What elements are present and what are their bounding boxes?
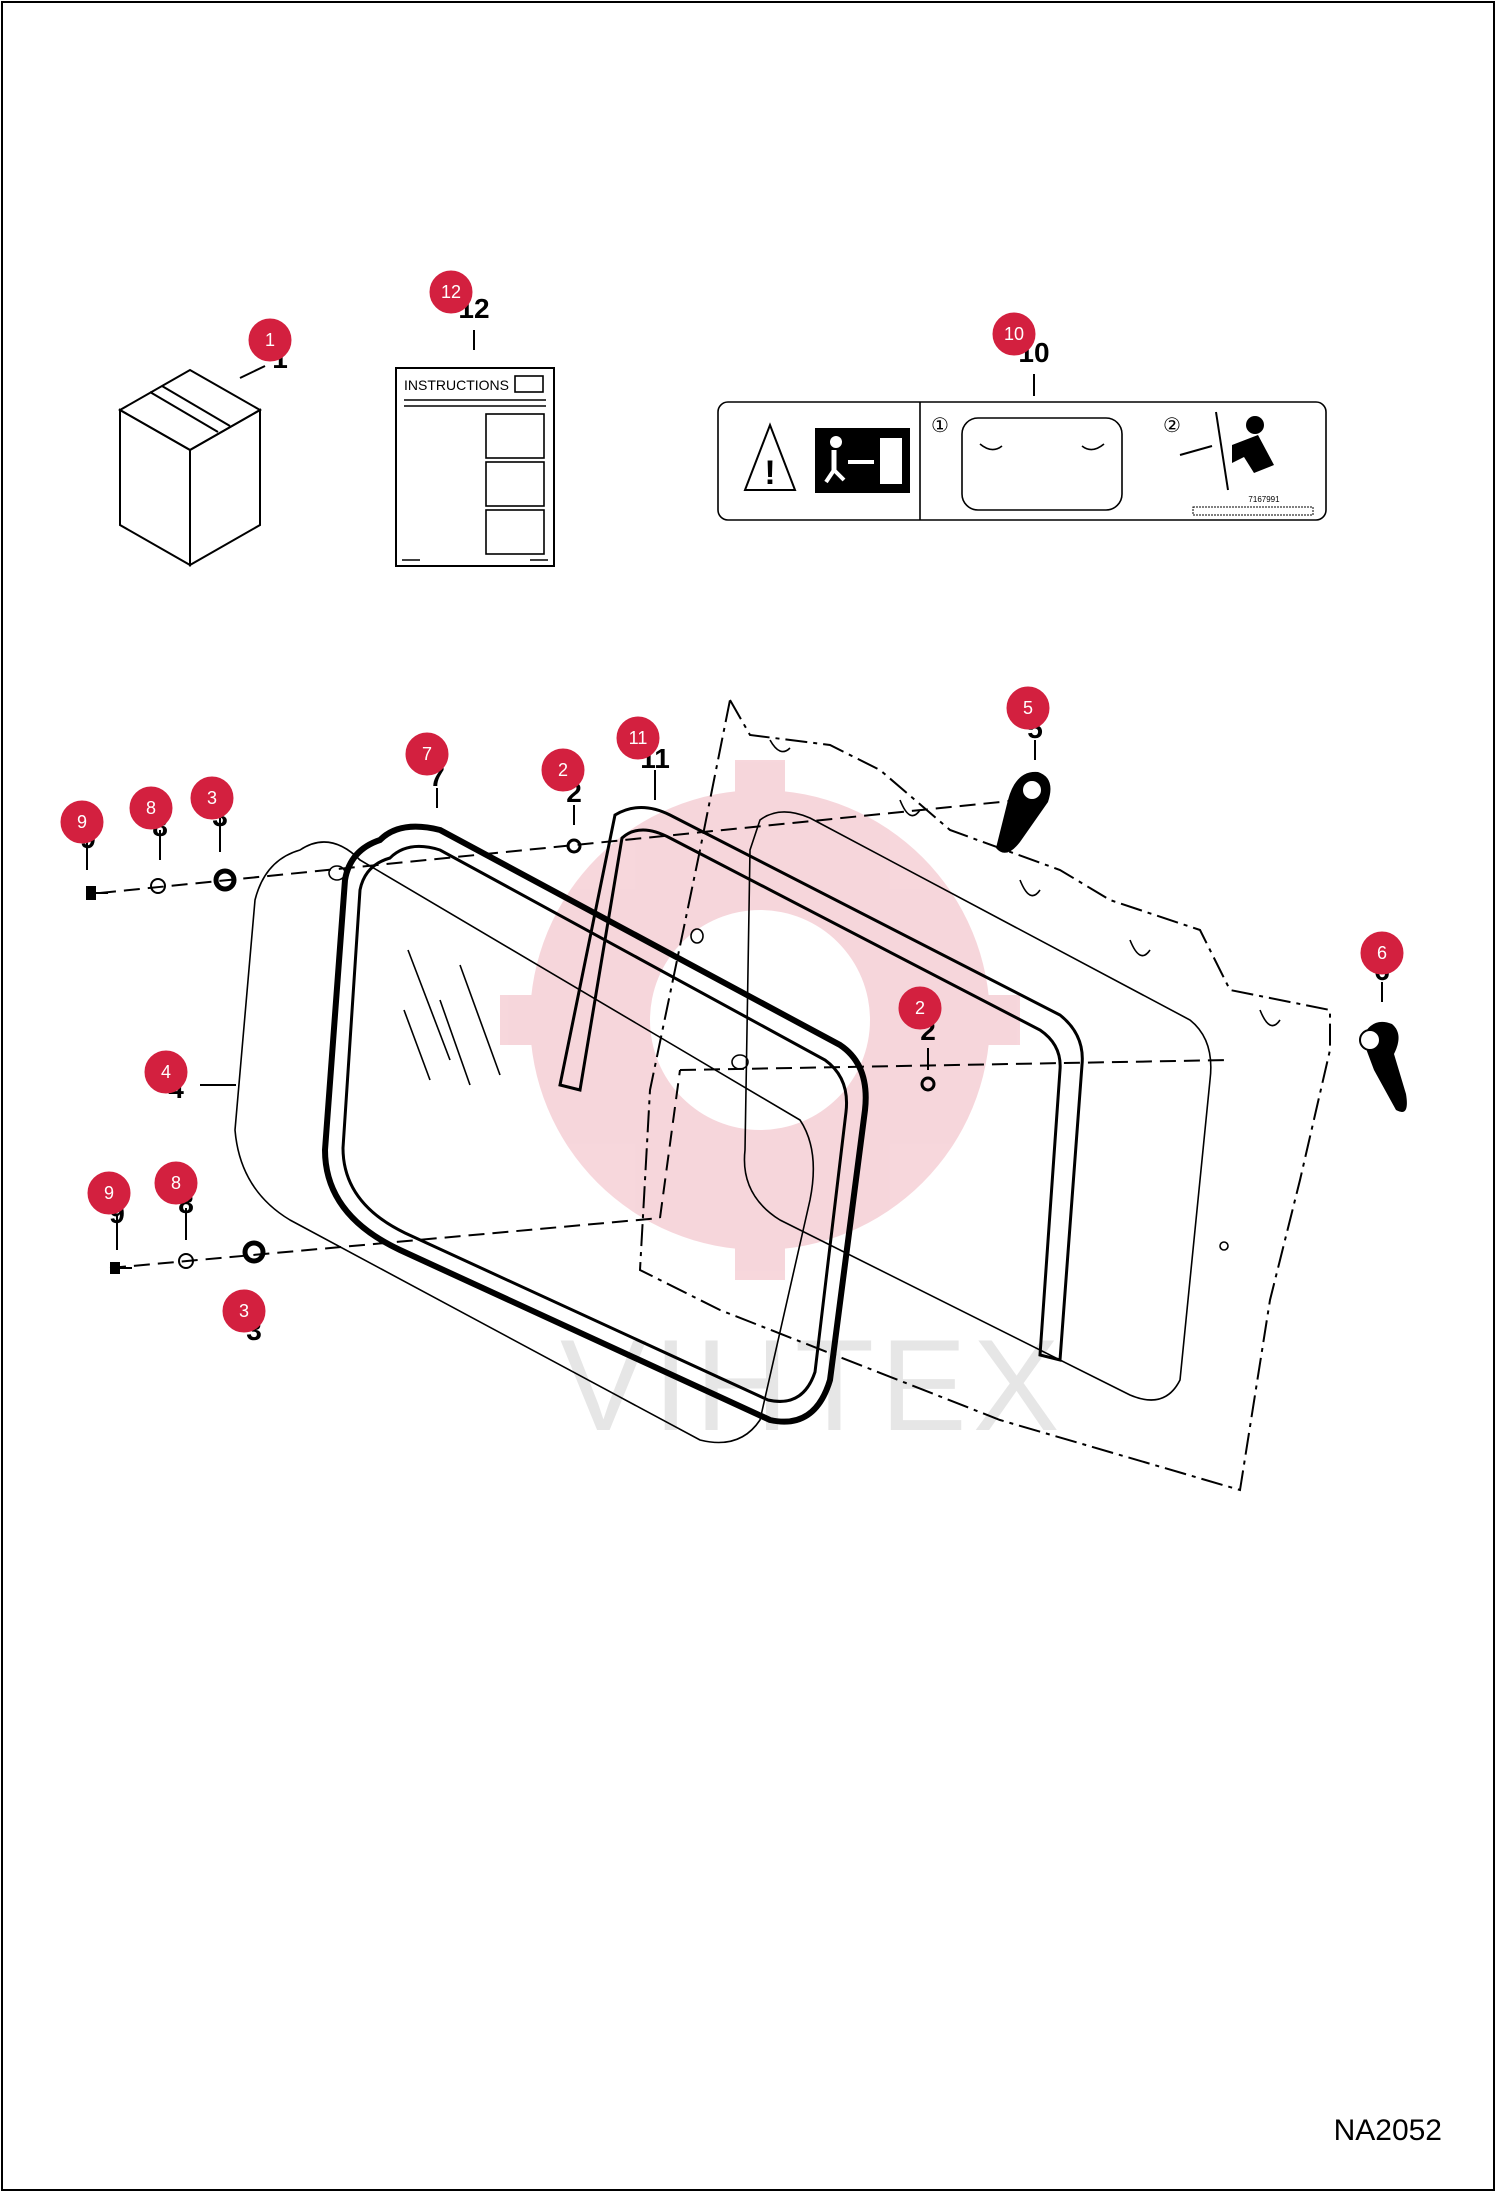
callout-marker	[222, 1289, 266, 1333]
callout-marker	[1360, 931, 1404, 975]
callout-marker	[1006, 686, 1050, 730]
callout-marker	[992, 312, 1036, 356]
grommet-3-upper	[213, 868, 237, 892]
callout-number: 2	[558, 760, 568, 780]
callout-number: 1	[265, 330, 275, 350]
callout-marker	[898, 986, 942, 1030]
callout-marker	[405, 732, 449, 776]
callout-number: 9	[104, 1183, 114, 1203]
callout-c8b: 8	[154, 1161, 198, 1205]
callout-marker	[429, 270, 473, 314]
callout-c5: 5	[1006, 686, 1050, 730]
callout-c12: 12	[429, 270, 473, 314]
callout-number: 7	[422, 744, 432, 764]
callout-c2b: 2	[898, 986, 942, 1030]
decal-step-1: ①	[931, 413, 949, 437]
grommet-3-lower	[242, 1240, 266, 1264]
callout-c8a: 8	[129, 786, 173, 830]
part-6-latch-handle	[1359, 982, 1407, 1112]
callout-c6: 6	[1360, 931, 1404, 975]
part-12-instructions-sheet: INSTRUCTIONS	[395, 330, 555, 567]
callout-number: 12	[441, 282, 461, 302]
warning-icon	[743, 422, 797, 491]
callout-marker	[248, 318, 292, 362]
callout-marker	[87, 1171, 131, 1215]
callout-marker	[616, 716, 660, 760]
window-pictogram-icon	[961, 417, 1123, 511]
callout-number: 3	[239, 1301, 249, 1321]
callout-marker	[144, 1050, 188, 1094]
callout-number: 4	[161, 1062, 171, 1082]
callout-c2a: 2	[541, 748, 585, 792]
callout-c3b: 3	[222, 1289, 266, 1333]
callout-c4: 4	[144, 1050, 188, 1094]
callout-number: 9	[77, 812, 87, 832]
lower-fastener-line	[109, 1048, 1231, 1274]
barcode-number: 7167991	[1248, 495, 1280, 504]
callout-marker	[541, 748, 585, 792]
part-5-latch	[996, 740, 1051, 853]
callout-c11: 11	[616, 716, 660, 760]
screw-9-lower	[110, 1262, 120, 1274]
washer-8-upper	[150, 878, 166, 894]
callout-number: 8	[146, 798, 156, 818]
upper-fastener-line	[86, 799, 1021, 900]
callout-c10: 10	[992, 312, 1036, 356]
callout-number: 5	[1023, 698, 1033, 718]
callout-number: 6	[1377, 943, 1387, 963]
part-1-box	[117, 365, 266, 567]
callout-marker	[60, 800, 104, 844]
nut-2-upper	[566, 838, 582, 854]
person-push-icon	[1246, 416, 1264, 434]
watermark-gear	[500, 760, 1020, 1280]
callout-marker	[154, 1161, 198, 1205]
part-11-glass-strip	[558, 770, 1084, 1362]
callout-number: 11	[629, 728, 648, 748]
barcode	[1192, 506, 1314, 516]
callout-c3a: 3	[190, 776, 234, 820]
callout-c9a: 9	[60, 800, 104, 844]
figure-code: NA2052	[1333, 2114, 1442, 2147]
callout-c1: 1	[248, 318, 292, 362]
callout-number: 8	[171, 1173, 181, 1193]
screw-9-upper	[86, 886, 96, 900]
washer-8-lower	[178, 1253, 194, 1269]
callout-marker	[129, 786, 173, 830]
callout-number: 3	[207, 788, 217, 808]
part-7-window-seal	[321, 788, 869, 1425]
callout-number: 2	[915, 998, 925, 1018]
callout-c9b: 9	[87, 1171, 131, 1215]
callout-number: 10	[1004, 324, 1024, 344]
callout-c7: 7	[405, 732, 449, 776]
instructions-label: INSTRUCTIONS	[404, 377, 509, 393]
decal-step-2: ②	[1163, 413, 1181, 437]
nut-2-lower	[920, 1076, 936, 1092]
callout-layer: 1 12 10 5 7 2 11 9 8 3 6 4 2 9 8 3	[60, 270, 1404, 1333]
part-4-glass-pane	[200, 841, 815, 1444]
part-10-decal: ! ① ② 7167991	[717, 374, 1327, 521]
callout-marker	[190, 776, 234, 820]
door-panel	[638, 697, 1331, 1492]
svg-text:!: !	[764, 454, 775, 492]
